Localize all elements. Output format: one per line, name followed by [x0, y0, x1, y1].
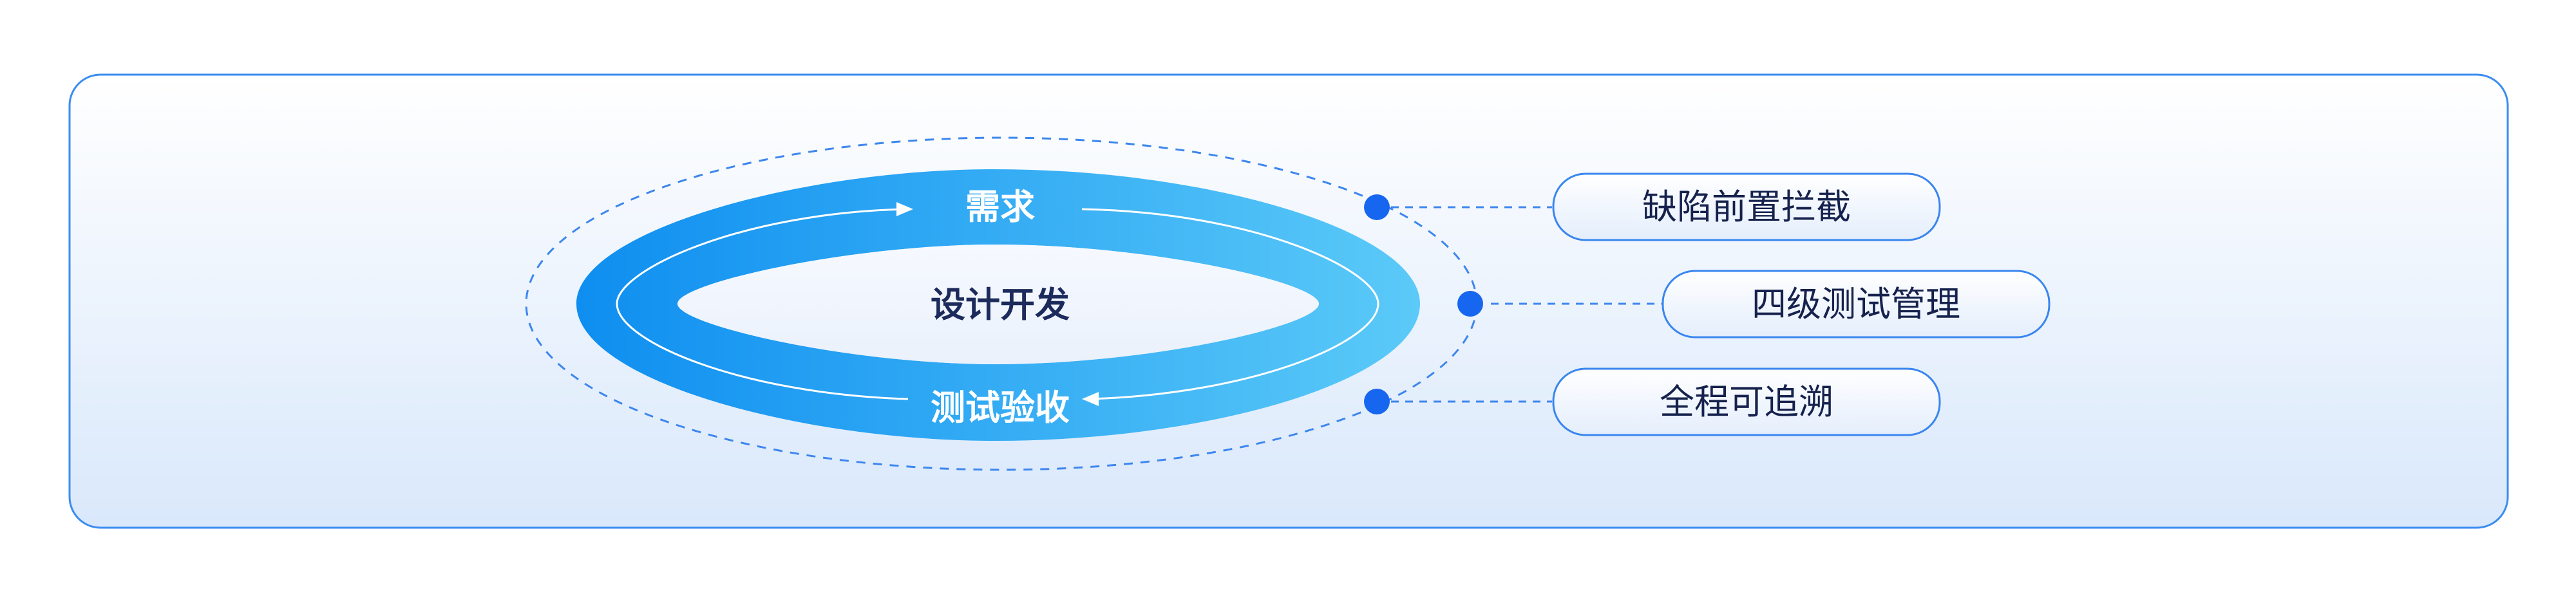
- cycle-label-test-acceptance: 测试验收: [931, 387, 1070, 428]
- cycle-label-requirements: 需求: [965, 187, 1035, 227]
- outcome-label: 缺陷前置拦截: [1642, 187, 1851, 227]
- cycle-label-design-development: 设计开发: [931, 284, 1070, 325]
- connector-dot-3: [1364, 389, 1390, 414]
- flow-arrow-bottom: [1082, 392, 1099, 406]
- flow-line-bottom-left: [616, 303, 909, 400]
- outcome-pill-full-traceability: 全程可追溯: [1552, 367, 1941, 436]
- outcome-pill-four-level-testing: 四级测试管理: [1662, 270, 2050, 339]
- flow-line-top-right: [1081, 208, 1379, 400]
- cycle-inner-area: [677, 245, 1319, 364]
- connector-dot-2: [1457, 291, 1483, 317]
- connector-dot-1: [1364, 194, 1390, 220]
- outcome-pill-defect-interception: 缺陷前置拦截: [1552, 172, 1941, 241]
- flow-line-top-left: [616, 208, 909, 304]
- outcome-label: 四级测试管理: [1752, 284, 1960, 324]
- outcome-label: 全程可追溯: [1660, 382, 1833, 422]
- flow-arrow-top: [896, 202, 913, 216]
- cycle-ring: [576, 169, 1420, 441]
